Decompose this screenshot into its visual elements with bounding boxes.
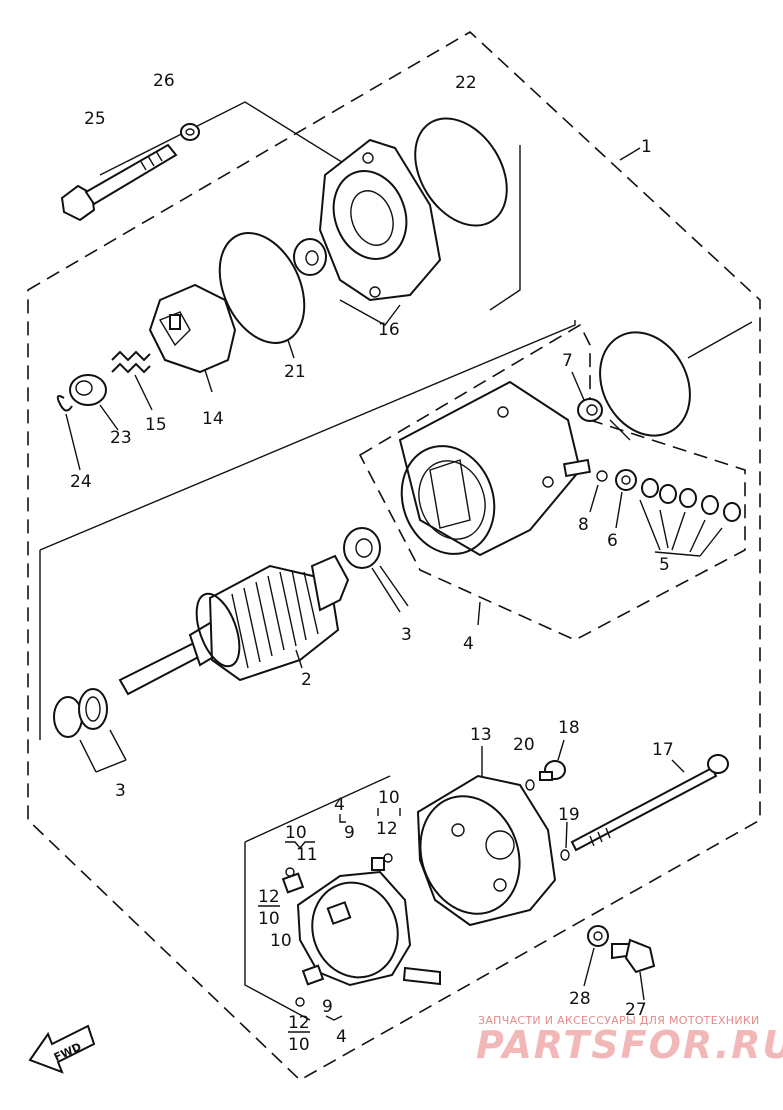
- label-24: 24: [70, 472, 92, 492]
- label-g4-9: 9: [322, 997, 333, 1017]
- subgroup-outline-top: [39, 320, 576, 740]
- label-g1-12: 12: [258, 887, 280, 907]
- bolt-18-drawing: [539, 760, 566, 781]
- armature-2-drawing: [118, 554, 350, 696]
- label-19: 19: [558, 805, 580, 825]
- label-26: 26: [153, 71, 175, 91]
- label-15: 15: [145, 415, 167, 435]
- label-g4-10: 10: [288, 1035, 310, 1055]
- bolt-25-drawing: [60, 143, 178, 222]
- label-1: 1: [641, 137, 652, 157]
- label-4: 4: [463, 634, 474, 654]
- label-23: 23: [110, 428, 132, 448]
- label-7: 7: [562, 351, 573, 371]
- label-6: 6: [607, 531, 618, 551]
- label-g4-4: 4: [336, 1027, 347, 1047]
- washer-16b-drawing: [293, 238, 327, 276]
- label-22: 22: [455, 73, 477, 93]
- terminal-7-drawing: [577, 398, 603, 422]
- label-g2-12: 12: [376, 819, 398, 839]
- label-5: 5: [659, 555, 670, 575]
- bolt-17-drawing: [570, 754, 729, 852]
- watermark-brand: PARTSFOR.RU: [476, 1023, 783, 1067]
- oring-19-drawing: [560, 849, 570, 861]
- oring-22-drawing: [414, 117, 508, 227]
- label-27: 27: [625, 1000, 647, 1020]
- label-16: 16: [378, 320, 400, 340]
- spring-15-drawing: [111, 350, 151, 374]
- label-28: 28: [569, 989, 591, 1009]
- label-25: 25: [84, 109, 106, 129]
- brush-plate-drawing: [281, 857, 441, 987]
- label-20: 20: [513, 735, 535, 755]
- label-14: 14: [202, 409, 224, 429]
- label-8: 8: [578, 515, 589, 535]
- label-13: 13: [470, 725, 492, 745]
- label-g1-11: 11: [296, 845, 318, 865]
- oring-21-drawing: [218, 232, 306, 344]
- subgroup-outline-bottom: [244, 775, 391, 1021]
- label-3a: 3: [401, 625, 412, 645]
- washer-28-drawing: [587, 925, 609, 947]
- label-g1-10: 10: [285, 823, 307, 843]
- brush-holder-14-drawing: [148, 283, 237, 374]
- label-g2-10: 10: [378, 788, 400, 808]
- label-2: 2: [301, 670, 312, 690]
- watermark-tagline: ЗАПЧАСТИ И АКСЕССУАРЫ ДЛЯ МОТОТЕХНИКИ: [478, 1014, 760, 1027]
- washer-6-drawing: [615, 469, 637, 491]
- oring-right-drawing: [599, 331, 691, 437]
- washer-3b-drawing: [53, 688, 108, 738]
- label-g2-9: 9: [344, 823, 355, 843]
- fwd-arrow-icon: FWD: [28, 1024, 96, 1074]
- label-3b: 3: [115, 781, 126, 801]
- label-g4-12: 12: [288, 1013, 310, 1033]
- washer-3a-drawing: [343, 527, 381, 569]
- bolt-27-drawing: [611, 938, 656, 974]
- washer-26-drawing: [180, 123, 200, 141]
- yoke-4-drawing: [398, 380, 582, 557]
- yoke-outline-dashed: [358, 323, 746, 641]
- label-g3-10: 10: [270, 931, 292, 951]
- washer-8-drawing: [596, 470, 608, 482]
- bracket-16-drawing: [318, 138, 442, 302]
- circlip-24-drawing: [56, 395, 73, 412]
- washers-5-drawing: [641, 478, 741, 522]
- terminal-bolt-drawing: [562, 458, 592, 478]
- label-g1-10b: 10: [258, 909, 280, 929]
- label-g2-4: 4: [334, 795, 345, 815]
- label-18: 18: [558, 718, 580, 738]
- oring-20-drawing: [525, 779, 535, 791]
- label-21: 21: [284, 362, 306, 382]
- label-17: 17: [652, 740, 674, 760]
- assembly-outline-dashed: [27, 31, 761, 1081]
- collar-23-drawing: [69, 374, 107, 406]
- end-cover-13-drawing: [416, 774, 557, 927]
